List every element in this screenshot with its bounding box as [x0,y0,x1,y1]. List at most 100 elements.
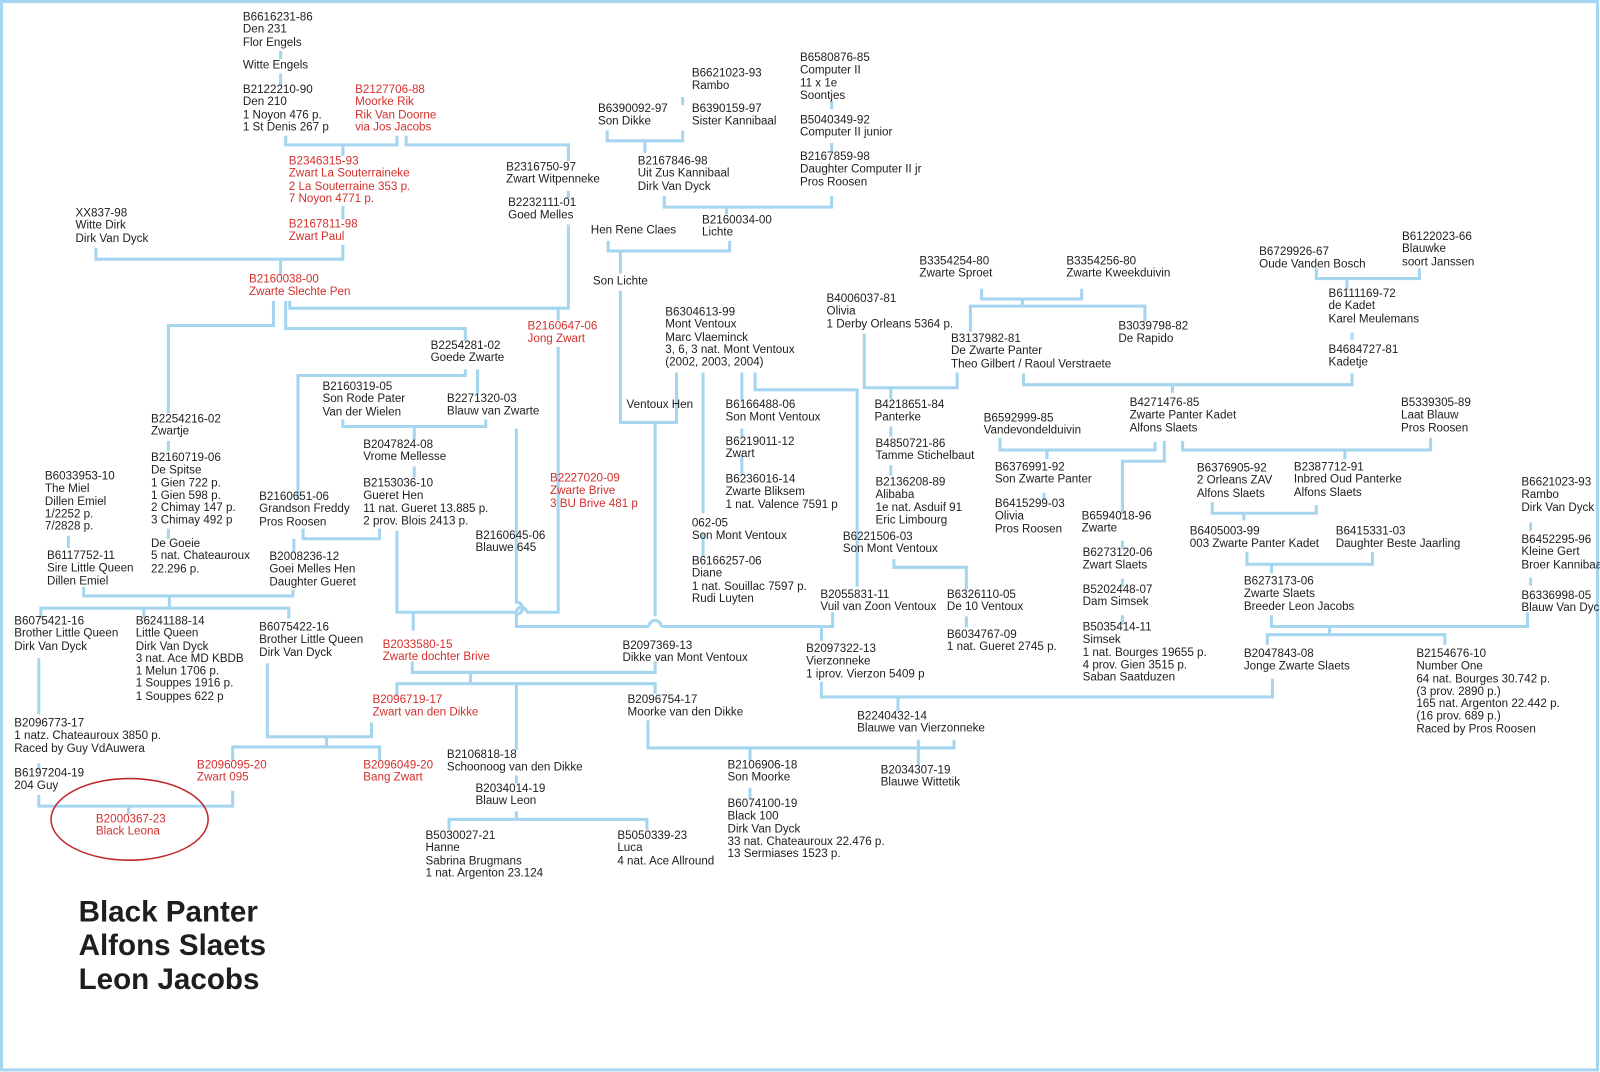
node-detail: Blauwe 645 [475,542,537,555]
node-detail: 3 BU Brive 481 p [549,497,638,510]
pedigree-node: Witte Engels [243,59,308,72]
node-detail: Raced by Pros Roosen [1416,723,1536,736]
ring-number: B2008236-12 [269,551,340,564]
node-detail: Blauwe Wittetik [880,776,961,790]
ring-number: B6376905-92 [1196,462,1267,475]
node-detail: Blauw Van Dyck [1521,602,1600,615]
ring-number: B2160034-00 [702,214,772,227]
node-detail: Tamme Stichelbaut [875,450,975,463]
ring-number: B6594018-96 [1081,510,1152,523]
node-detail: Son Mont Ventoux [725,411,821,424]
node-detail: Lichte [702,226,734,240]
node-detail: Rambo [691,79,730,93]
node-detail: Van der Wielen [322,405,402,418]
ring-number: B2096049-20 [363,759,434,772]
ring-number: B6729926-67 [1259,245,1329,259]
ring-number: Hen Rene Claes [590,224,677,237]
node-detail: De Spitse [151,464,202,477]
node-detail: Zwart van den Dikke [372,706,479,719]
node-detail: Son Moorke [727,771,791,784]
node-detail: Goei Melles Hen [269,563,356,576]
node-detail: Eric Limbourg [875,514,948,527]
node-detail: 3, 6, 3 nat. Mont Ventoux [665,343,795,357]
node-detail: Dillen Emiel [44,495,107,508]
ring-number: B6122023-66 [1402,230,1472,243]
page-title: Black Panter Alfons Slaets Leon Jacobs [79,896,266,997]
node-detail: Son Rode Pater [322,393,406,406]
node-detail: Zwarte Sproet [919,267,993,280]
ring-number: B2316750-97 [506,161,576,174]
node-detail: Brother Little Queen [14,627,119,641]
node-detail: 64 nat. Bourges 30.742 p. [1416,673,1551,686]
ring-number: B6580876-85 [799,52,870,65]
ring-number: B6390092-97 [597,103,668,116]
node-detail: 1 nat. Souillac 7597 p. [691,580,807,593]
ring-number: B2167811-98 [288,218,358,231]
node-detail: 33 nat. Chateauroux 22.476 p. [727,835,885,848]
node-detail: Broer Kannibaal [1521,558,1600,572]
node-detail: Dam Simsek [1082,596,1149,609]
node-detail: Alfons Slaets [1129,422,1198,435]
ring-number: B6034767-09 [946,628,1017,641]
node-detail: 7 Noyon 4771 p. [288,192,375,205]
node-detail: 1 natz. Chateauroux 3850 p. [14,729,161,743]
ring-number: B2034307-19 [880,764,951,777]
ring-number: B2154676-10 [1416,647,1487,661]
title-line: Alfons Slaets [78,929,267,963]
ring-number: B2097369-13 [622,639,693,653]
ring-number: B3137982-81 [951,332,1021,345]
node-detail: Witte Dirk [75,219,126,232]
node-detail: Daughter Gueret [269,576,356,589]
node-detail: 2 prov. Blois 2413 p. [363,515,469,528]
ring-number: B6273173-06 [1243,575,1314,588]
node-detail: Zwarte Brive [549,484,616,498]
node-detail: Goed Melles [508,209,574,222]
node-detail: 1 Souppes 622 p [135,690,224,703]
node-detail: via Jos Jacobs [355,121,432,134]
ring-number: B2033580-15 [382,638,453,652]
node-detail: Moorke van den Dikke [627,706,744,719]
ring-number: B2097322-13 [806,642,876,656]
node-detail: The Miel [44,482,90,496]
node-detail: 1/2252 p. [44,508,94,521]
ring-number: B5050339-23 [617,829,688,842]
node-detail: Jong Zwart [527,332,586,346]
ring-number: B6236016-14 [725,473,796,486]
node-detail: Uit Zus Kannibaal [637,167,730,180]
ring-number: B6592999-85 [983,412,1054,425]
node-detail: Son Mont Ventoux [842,543,938,556]
ring-number: B6452295-96 [1521,533,1592,546]
ring-number: B2000367-23 [95,813,166,826]
node-detail: 22.296 p. [151,562,200,576]
node-detail: Mont Ventoux [665,318,737,331]
node-detail: Vierzonneke [806,655,871,668]
node-detail: 165 nat. Argenton 22.442 p. [1416,698,1560,711]
ring-number: B6390159-97 [691,103,762,116]
